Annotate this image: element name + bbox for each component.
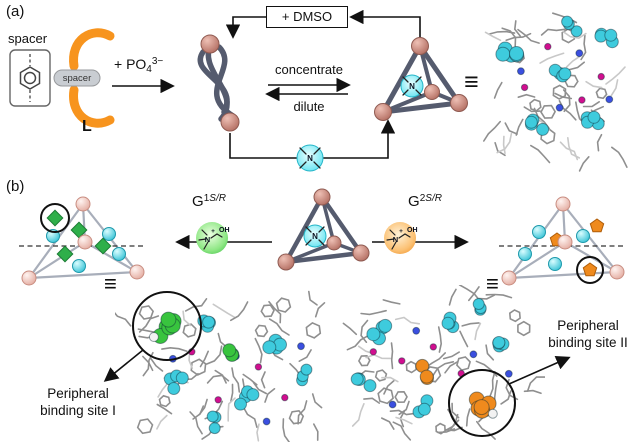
equivalence-symbol-b-right: ≡ <box>486 271 499 296</box>
phosphate-label: + PO43− <box>114 56 164 75</box>
metal-vertex <box>326 235 342 251</box>
crystal-structure-a <box>483 12 628 172</box>
ligand-arm-top <box>69 28 115 71</box>
metal-vertex <box>352 244 370 262</box>
binding-site-2-line2: binding site II <box>548 335 628 350</box>
metal-vertex <box>374 103 392 121</box>
metal-vertex <box>200 34 220 54</box>
metal-vertex <box>609 264 625 280</box>
g1-guest-icon: N + OH <box>196 222 230 254</box>
ligand-name: L <box>82 118 92 135</box>
dilute-label: dilute <box>293 99 325 114</box>
nme4-guest-icon-loop: N <box>296 144 324 172</box>
spacer-pill <box>53 69 101 87</box>
g2-guest-marker <box>589 218 605 233</box>
nitrogen-label: N <box>393 235 398 244</box>
metal-vertex <box>21 270 37 286</box>
g1-guest-marker <box>46 209 64 227</box>
metal-vertex <box>313 188 331 206</box>
panel-b-label: (b) <box>6 178 25 195</box>
tetrahedron-cage-a: N <box>374 37 468 121</box>
schematic-cage-g1 <box>19 196 145 286</box>
nitrogen-label: N <box>409 82 415 91</box>
g2-guest-marker <box>582 262 598 277</box>
binding-site-2-circle-schematic <box>576 256 604 284</box>
equivalence-symbol-b-left: ≡ <box>104 271 117 296</box>
nitrogen-label: N <box>307 154 313 163</box>
metal-vertex <box>75 196 91 212</box>
binding-site-2-circle <box>448 369 516 437</box>
binding-site-1-circle <box>132 291 202 361</box>
g2-guest-icon: N + OH <box>384 222 418 254</box>
binding-site-2-label: Peripheral binding site II <box>539 317 637 351</box>
metal-vertex <box>501 270 517 286</box>
g1-guest-marker <box>70 221 88 239</box>
g1-label: G1S/R <box>192 193 226 210</box>
dmso-loop-left <box>225 16 266 39</box>
tetrahedron-cage-b: N <box>277 188 370 271</box>
metal-vertex <box>411 37 429 55</box>
binding-site-2-arrow <box>508 356 571 385</box>
binding-site-1-line2: binding site I <box>40 403 116 418</box>
metal-vertex <box>277 253 295 271</box>
nme4-guest-icon: N <box>400 74 424 98</box>
concentrate-label: concentrate <box>275 62 343 77</box>
binding-site-1-line1: Peripheral <box>47 386 109 401</box>
charge-label: + <box>399 228 403 235</box>
spacer-structure-icon <box>9 49 51 107</box>
equivalence-symbol-a: ≡ <box>464 68 479 96</box>
hydroxyl-label: OH <box>219 227 230 234</box>
nitrogen-label: N <box>312 232 318 241</box>
crystal-structure-g2 <box>342 285 545 441</box>
metal-vertex <box>557 234 573 250</box>
hydroxyl-label: OH <box>407 227 418 234</box>
spacer-pill-label: spacer <box>62 73 92 84</box>
binding-site-1-circle-schematic <box>40 203 70 233</box>
callouts <box>103 291 571 437</box>
g1-guest-marker <box>94 237 112 255</box>
metal-vertex <box>220 112 240 132</box>
crystal-structure-g1 <box>115 290 326 442</box>
dmso-loop-right <box>349 9 421 48</box>
panel-a-label: (a) <box>6 3 25 20</box>
spacer-word: spacer <box>8 31 48 46</box>
binding-site-1-label: Peripheral binding site I <box>16 385 140 419</box>
metal-vertex <box>555 196 571 212</box>
helicate-structure <box>197 34 240 132</box>
ligand-structure <box>53 28 115 128</box>
charge-label: + <box>211 228 215 235</box>
dmso-box: + DMSO <box>266 6 348 28</box>
g2-label: G2S/R <box>408 193 442 210</box>
binding-site-1-arrow <box>103 349 144 382</box>
ligand-arm-bottom <box>69 85 115 128</box>
nme4-guest-icon: N <box>303 224 327 248</box>
metal-vertex <box>424 84 440 100</box>
metal-vertex <box>129 264 145 280</box>
schematic-cage-g2 <box>499 196 625 286</box>
metal-vertex <box>450 94 468 112</box>
nitrogen-label: N <box>205 235 210 244</box>
binding-site-2-line1: Peripheral <box>557 318 619 333</box>
metal-vertex <box>77 234 93 250</box>
g1-guest-marker <box>56 245 74 263</box>
